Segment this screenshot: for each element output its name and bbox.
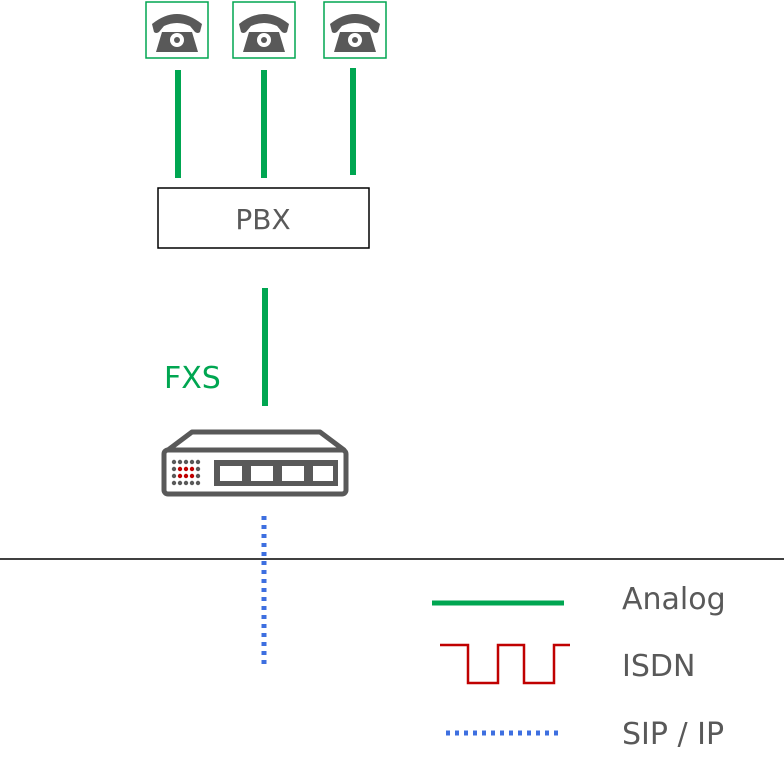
legend-isdn-label: ISDN bbox=[622, 649, 695, 684]
legend-sip-label: SIP / IP bbox=[622, 717, 724, 752]
legend-analog-label: Analog bbox=[622, 582, 726, 617]
legend: Analog ISDN SIP / IP bbox=[432, 582, 726, 752]
legend-isdn-swatch bbox=[440, 643, 570, 685]
fxs-label: FXS bbox=[164, 361, 221, 396]
gateway-device-icon bbox=[161, 429, 349, 497]
pbx-box bbox=[157, 187, 370, 249]
pbx-label: PBX bbox=[235, 203, 290, 236]
telephone-icon bbox=[323, 1, 387, 59]
telephone-icon bbox=[232, 1, 296, 59]
telephone-icon bbox=[145, 1, 209, 59]
